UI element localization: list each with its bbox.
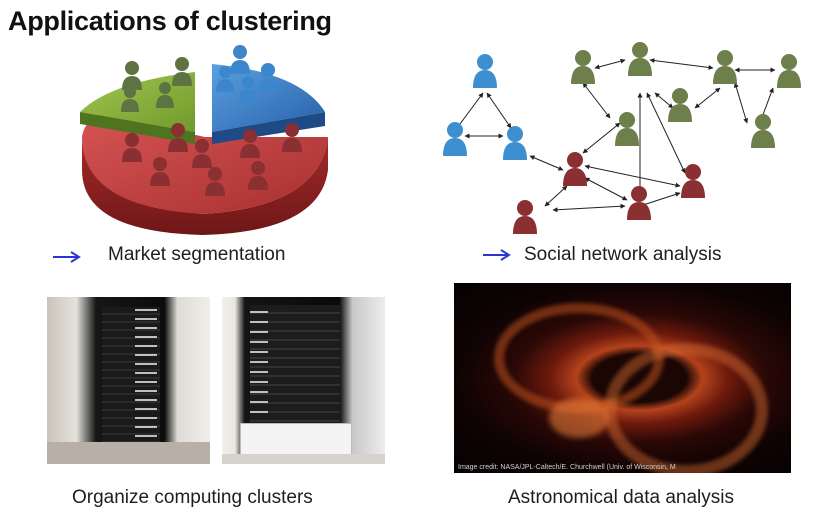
astronomy-photo: Image credit: NASA/JPL-Caltech/E. Church… (454, 283, 791, 473)
server-rack-photo-2 (222, 297, 385, 464)
caption-social-network-analysis: Social network analysis (524, 244, 722, 265)
person-icon (122, 123, 302, 196)
server-rack-photo-1 (47, 297, 210, 464)
caption-market-segmentation: Market segmentation (108, 244, 286, 265)
right-arrow-icon (53, 251, 81, 263)
social-network-graph (443, 42, 801, 234)
caption-astronomical-data-analysis: Astronomical data analysis (508, 487, 734, 508)
person-icon (216, 45, 278, 102)
right-arrow-icon (483, 249, 511, 261)
image-credit: Image credit: NASA/JPL-Caltech/E. Church… (458, 464, 676, 471)
person-icon (443, 54, 527, 160)
slide-title: Applications of clustering (8, 6, 332, 36)
market-segmentation-pie (80, 45, 328, 235)
person-icon (513, 152, 705, 234)
caption-organize-computing-clusters: Organize computing clusters (72, 487, 313, 508)
person-icon (571, 42, 801, 148)
person-icon (121, 57, 192, 112)
